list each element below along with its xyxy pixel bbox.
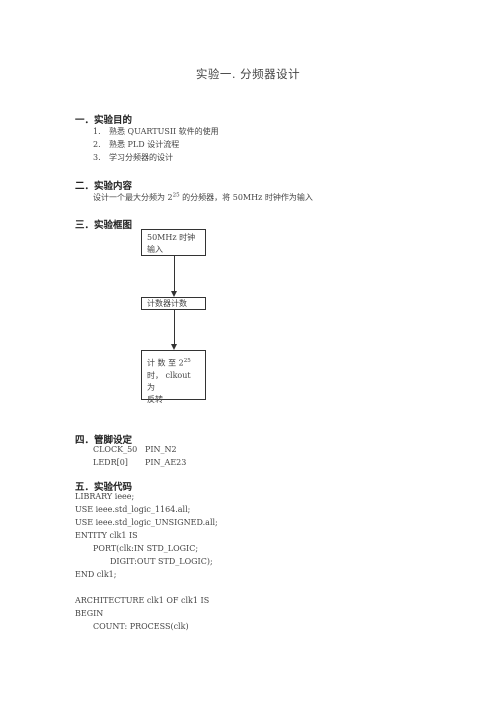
code-line: BEGIN — [75, 609, 104, 618]
list-item: 1.熟悉 QUARTUSII 软件的使用 — [93, 127, 219, 136]
page-title: 实验一. 分频器设计 — [195, 67, 301, 81]
code-line: COUNT: PROCESS(clk) — [93, 622, 189, 631]
section-pins-heading: 四．管脚设定 — [75, 435, 133, 446]
code-line: ENTITY clk1 IS — [75, 531, 138, 540]
pin-signal: LEDR[0] — [93, 458, 128, 467]
arrow-down-icon — [171, 344, 177, 350]
code-line: LIBRARY ieee; — [75, 492, 135, 501]
list-item: 2.熟悉 PLD 设计流程 — [93, 140, 180, 149]
section-purpose-heading: 一．实验目的 — [75, 115, 133, 126]
pin-value: PIN_AE23 — [145, 458, 187, 467]
pin-signal: CLOCK_50 — [93, 445, 138, 454]
code-line: USE ieee.std_logic_1164.all; — [75, 505, 191, 514]
content-paragraph: 设计一个最大分频为 225 的分频器，将 50MHz 时钟作为输入 — [93, 192, 313, 202]
diagram-box-input: 50MHz 时钟 输入 — [141, 229, 206, 256]
pin-value: PIN_N2 — [145, 445, 177, 454]
code-line: USE ieee.std_logic_UNSIGNED.all; — [75, 518, 218, 527]
code-line: ARCHITECTURE clk1 OF clk1 IS — [75, 596, 210, 605]
section-content-heading: 二．实验内容 — [75, 181, 133, 192]
diagram-box-toggle: 计 数 至 225 时， clkout 为 反转 — [141, 350, 206, 404]
arrow-down-icon — [171, 291, 177, 297]
code-line: END clk1; — [75, 570, 117, 579]
diagram-connector — [174, 256, 175, 293]
diagram-connector — [174, 310, 175, 346]
code-line: PORT(clk:IN STD_LOGIC; — [93, 544, 199, 553]
diagram-box-counter: 计数器计数 — [141, 297, 206, 310]
list-item: 3.学习分频器的设计 — [93, 153, 173, 162]
section-diagram-heading: 三．实验框图 — [75, 220, 133, 231]
section-code-heading: 五．实验代码 — [75, 482, 133, 493]
code-line: DIGIT:OUT STD_LOGIC); — [110, 557, 213, 566]
